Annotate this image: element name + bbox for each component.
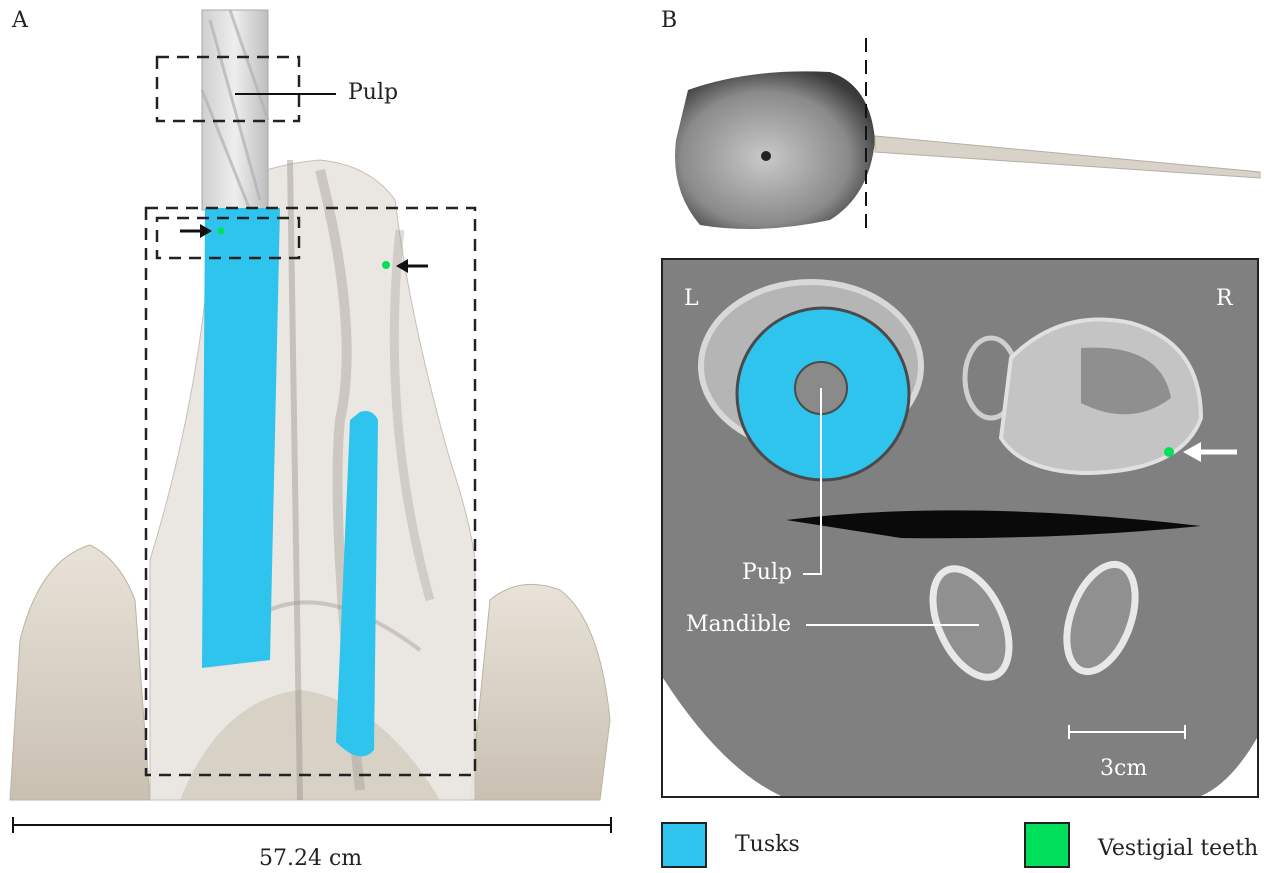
vestigial-tooth-right: [382, 261, 390, 269]
narwhal-head-render: [660, 30, 1264, 240]
scale-label-a: 57.24 cm: [259, 846, 362, 871]
pulp-label-a: Pulp: [348, 80, 398, 105]
skull-bone: [10, 545, 150, 800]
narwhal-tusk: [875, 136, 1260, 178]
scale-bar-a: [13, 817, 611, 833]
narwhal-head: [675, 71, 875, 229]
right-side-label: R: [1216, 286, 1233, 311]
scale-label-b: 3cm: [1100, 756, 1147, 781]
vestigial-tooth-left: [218, 228, 225, 235]
mandible-label: Mandible: [686, 612, 791, 637]
legend-swatch-tusks: [661, 822, 707, 868]
skull-bone-right: [470, 584, 610, 800]
legend-label-tusks: Tusks: [735, 832, 800, 857]
pulp-label-b: Pulp: [742, 560, 792, 585]
panel-a-skull-render: [0, 0, 640, 873]
left-side-label: L: [684, 286, 699, 311]
legend-label-vestigial: Vestigial teeth: [1098, 836, 1258, 861]
ct-scan: [661, 258, 1259, 798]
vestigial-tooth-ct: [1164, 447, 1174, 457]
legend-swatch-vestigial: [1024, 822, 1070, 868]
left-tusk: [202, 208, 280, 668]
